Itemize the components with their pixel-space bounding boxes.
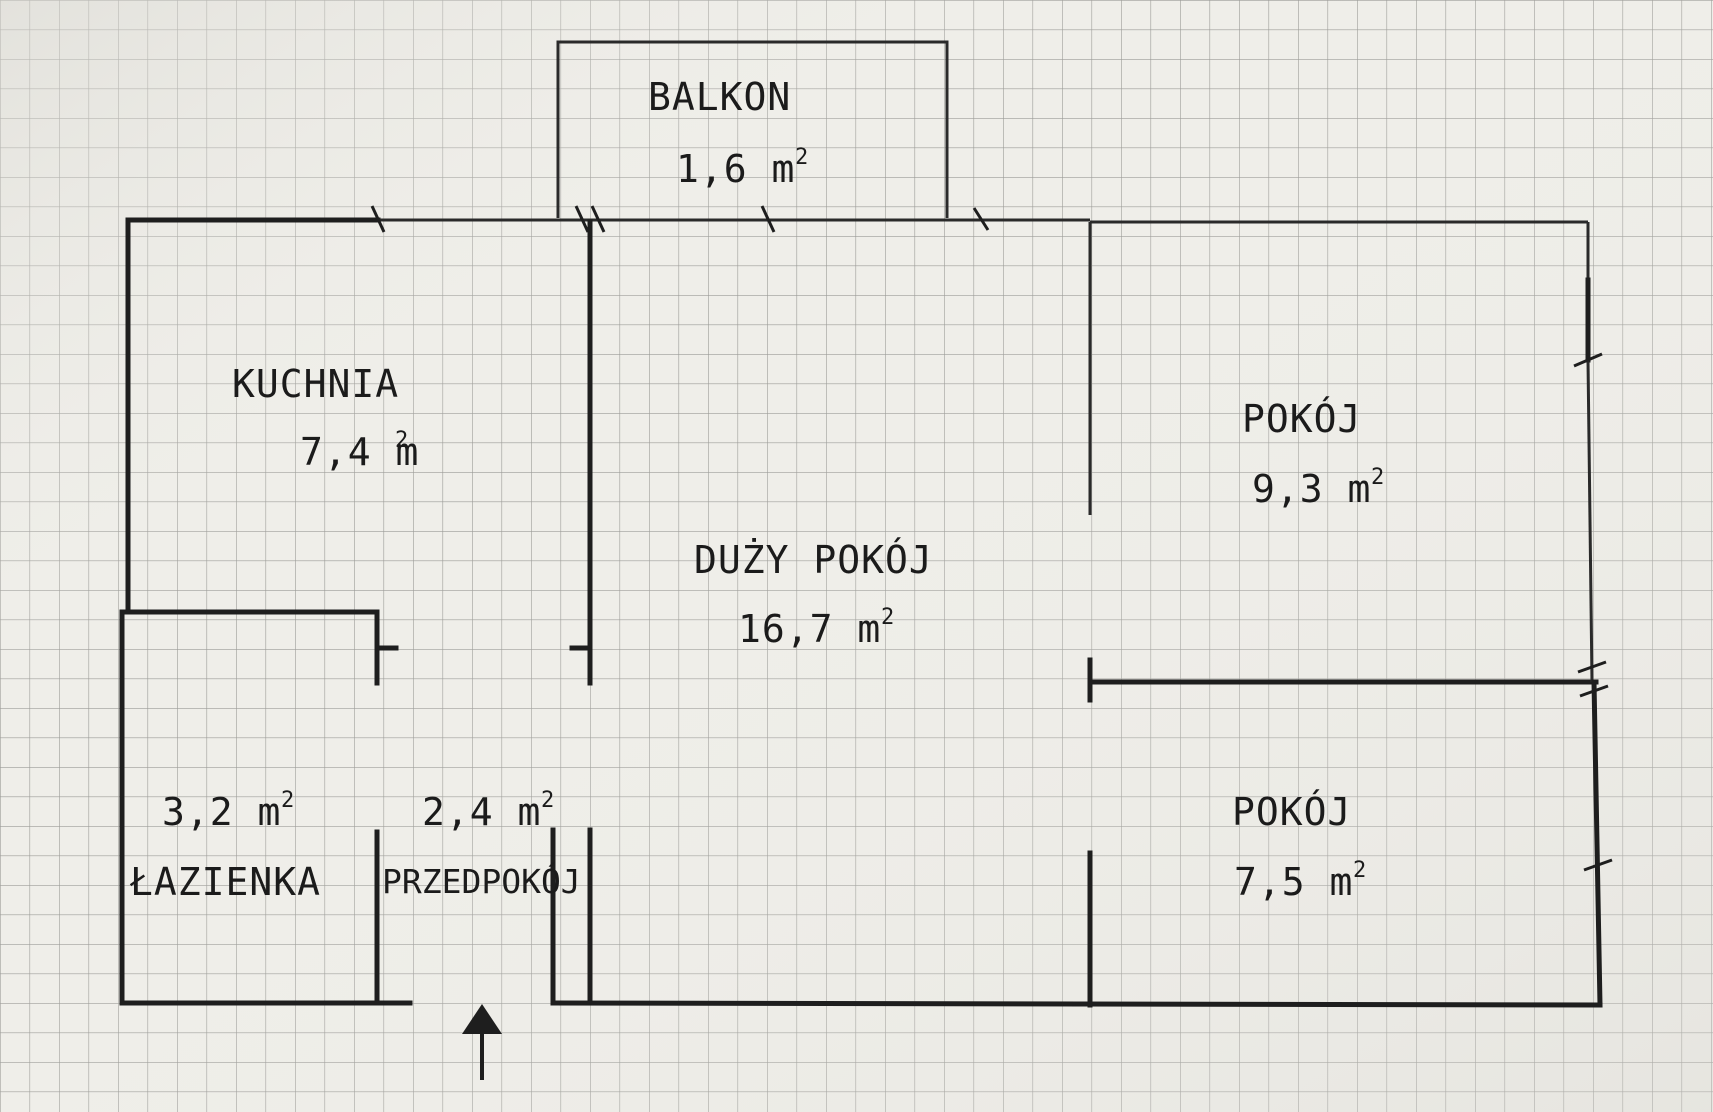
room-name: KUCHNIA <box>232 362 399 406</box>
room-area: 16,7 m <box>738 607 881 651</box>
room-name: POKÓJ <box>1232 790 1351 834</box>
room-area: 7,4 m <box>300 430 419 474</box>
entrance-arrow-icon <box>462 1004 502 1080</box>
room-pokoj-lower: POKÓJ 7,5 m 2 <box>1232 790 1366 904</box>
room-area: 7,5 m <box>1234 860 1353 904</box>
room-area-exponent: 2 <box>541 788 554 813</box>
room-name: BALKON <box>648 75 791 119</box>
room-name: PRZEDPOKÓJ <box>382 861 581 901</box>
room-area-exponent: 2 <box>795 145 808 170</box>
room-area: 9,3 m <box>1252 467 1371 511</box>
room-area-exponent: 2 <box>1371 465 1384 490</box>
room-kuchnia: KUCHNIA 7,4 m 2 <box>232 362 419 474</box>
room-name: DUŻY POKÓJ <box>694 538 933 582</box>
room-area: 3,2 m <box>162 790 281 834</box>
window-marks <box>370 205 1613 872</box>
room-lazienka: 3,2 m 2 ŁAZIENKA <box>129 788 321 904</box>
room-area-exponent: 2 <box>281 788 294 813</box>
room-area-exponent: 2 <box>1353 858 1366 883</box>
room-area-exponent: 2 <box>881 605 894 630</box>
room-area: 2,4 m <box>422 790 541 834</box>
room-area-exponent: 2 <box>395 428 408 453</box>
room-balkon: BALKON 1,6 m 2 <box>648 75 808 191</box>
room-area: 1,6 m <box>676 147 795 191</box>
room-duzy-pokoj: DUŻY POKÓJ 16,7 m 2 <box>694 538 933 651</box>
room-name: ŁAZIENKA <box>129 860 321 904</box>
room-name: POKÓJ <box>1242 397 1361 441</box>
walls <box>119 40 1603 1008</box>
room-przedpokoj: 2,4 m 2 PRZEDPOKÓJ <box>382 788 581 901</box>
room-pokoj-upper: POKÓJ 9,3 m 2 <box>1242 397 1384 511</box>
